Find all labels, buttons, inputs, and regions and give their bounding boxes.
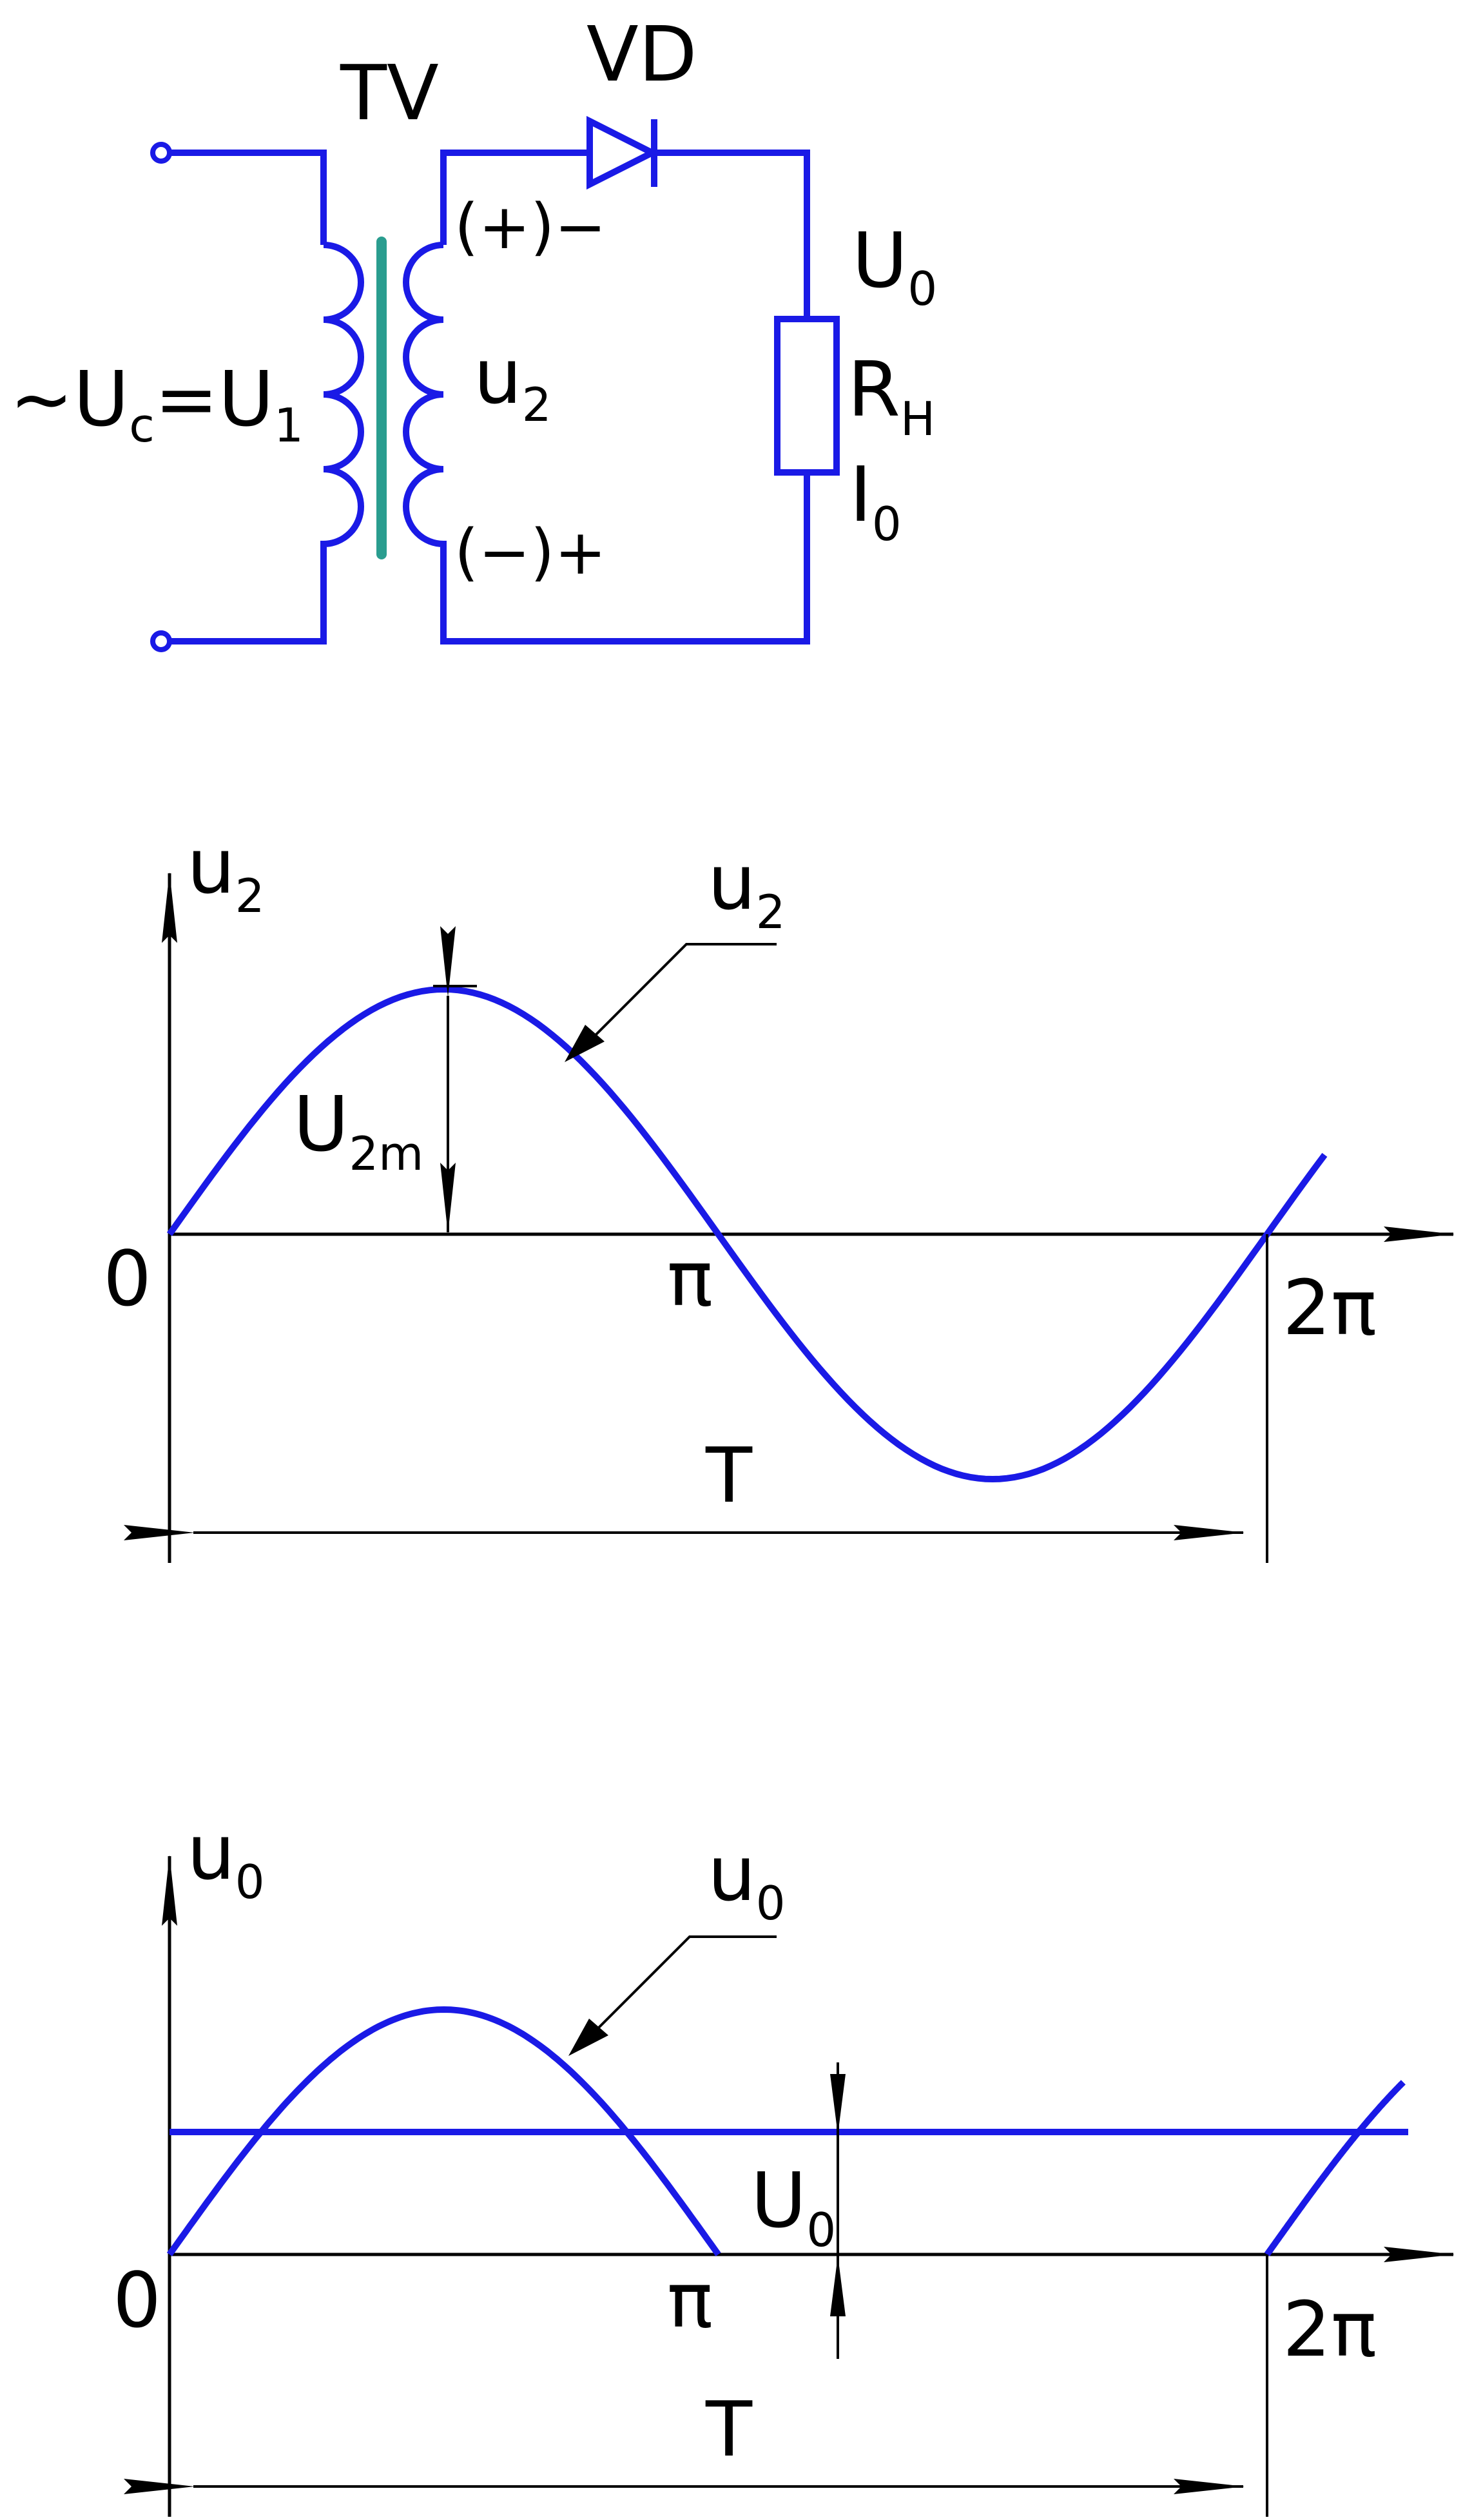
top-polarity-label: (+)−	[454, 191, 606, 263]
primary-top-lead	[161, 150, 327, 245]
graph1-two-pi-label: 2π	[1283, 1263, 1377, 1352]
input-terminal-bottom	[150, 630, 172, 652]
graph1-y-axis-label: u2	[187, 822, 265, 923]
graph1-pi-label: π	[667, 1234, 713, 1323]
graph2-pi-label: π	[667, 2256, 713, 2345]
circuit-diagram: TV VD ~Uc=U1 u2 (+)− (−)+ U0 RH I0	[10, 10, 937, 652]
diode-vd	[586, 115, 660, 190]
graph2-two-pi-label: 2π	[1283, 2285, 1377, 2374]
secondary-voltage-label: u2	[474, 332, 552, 432]
graph2-dc-label: U0	[751, 2156, 836, 2257]
graph1-u2-curve	[166, 985, 1328, 1483]
graph1-origin-label: 0	[103, 1234, 151, 1323]
load-resistor-label: RH	[848, 345, 935, 446]
load-voltage-label: U0	[852, 216, 937, 316]
load-to-return-wire	[440, 472, 810, 645]
primary-winding	[320, 242, 364, 548]
graph2-dc-arrow-top	[830, 2074, 846, 2135]
load-current-label: I0	[849, 450, 902, 551]
graph2-y-axis-label: u0	[187, 1808, 265, 1909]
graph2-curve-label: u0	[708, 1829, 786, 1930]
primary-bottom-lead	[161, 548, 327, 645]
diode-triangle	[586, 115, 660, 190]
graph2-leader-arrowhead	[568, 2019, 608, 2056]
graph2-origin-label: 0	[113, 2256, 161, 2345]
bottom-polarity-label: (−)+	[454, 516, 606, 588]
graph1-curve-label: u2	[708, 838, 786, 939]
graph2-period-label: T	[705, 2385, 753, 2474]
graph-u0: u0 u0 U0 0 π 2π T	[113, 1808, 1455, 2517]
graph1-amplitude-label: U2m	[293, 1080, 423, 1181]
graph1-period-label: T	[705, 1431, 753, 1520]
circuit-wires	[161, 150, 810, 645]
diode-label: VD	[586, 10, 697, 99]
input-terminal-top	[150, 142, 172, 164]
graph2-curve-leader	[588, 1935, 777, 2038]
graph1-leader-arrowhead	[565, 1025, 605, 1062]
secondary-top-wire	[440, 150, 590, 245]
transformer-label: TV	[340, 48, 439, 137]
graph-u2: u2 u2 U2m 0 π 2π T	[103, 822, 1455, 1563]
source-label: ~Uc=U1	[10, 354, 304, 452]
graph2-u0-curve-second	[1264, 2080, 1406, 2256]
graph2-dc-arrow-bottom	[830, 2256, 846, 2316]
secondary-winding	[403, 242, 447, 548]
diode-to-load-wire	[654, 150, 810, 319]
graph1-curve-leader	[585, 943, 777, 1045]
load-resistor	[774, 316, 840, 476]
